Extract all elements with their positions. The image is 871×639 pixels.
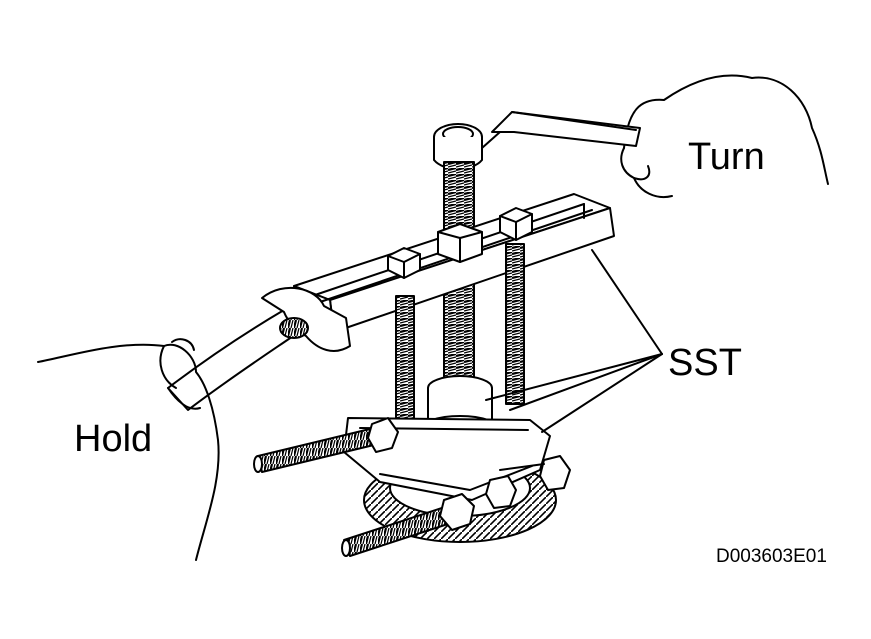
right-rod (506, 244, 524, 404)
left-hand-fingers (160, 346, 200, 409)
sst-leader-3 (510, 354, 662, 410)
right-hand-fingers (621, 148, 672, 197)
sst-leader-1 (592, 250, 662, 354)
left-rod (396, 296, 414, 436)
left-hand-outline (38, 345, 219, 560)
figure-code: D003603E01 (716, 546, 827, 567)
turn-wrench-handle (492, 112, 640, 146)
right-hand-outline (624, 75, 828, 184)
turn-label: Turn (688, 136, 765, 178)
sst-leader-4 (542, 354, 662, 432)
hold-label: Hold (74, 418, 153, 460)
right-bracket-nut (540, 456, 570, 490)
sst-leader-2 (486, 354, 662, 400)
sst-label: SST (668, 342, 742, 384)
